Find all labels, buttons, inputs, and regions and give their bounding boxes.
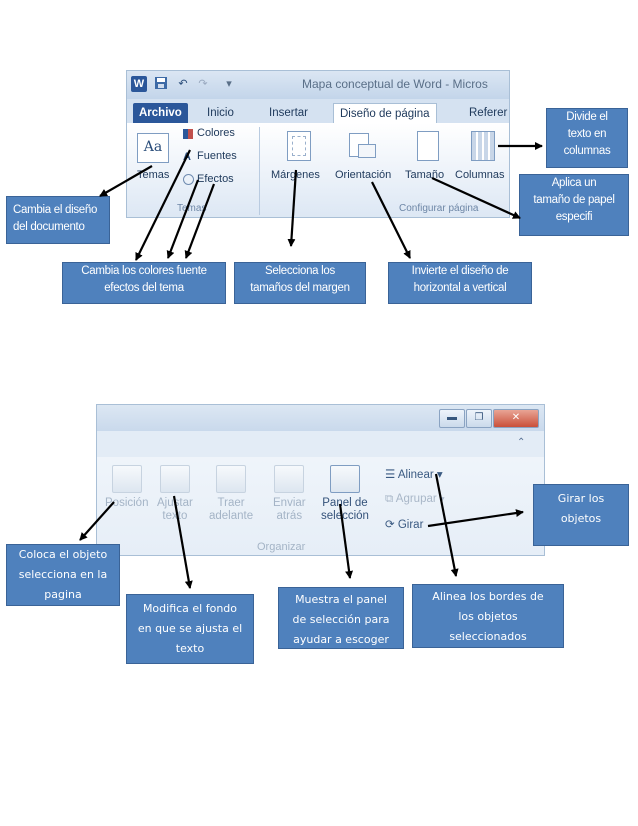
arrow-size: [431, 176, 521, 220]
tab-inicio[interactable]: Inicio: [207, 107, 234, 119]
send-backward-label-1: Enviar: [273, 497, 306, 509]
position-button[interactable]: Posición: [105, 465, 148, 510]
arrow-align: [434, 473, 459, 577]
tab-referencias[interactable]: Referer: [469, 107, 508, 119]
bring-forward-icon: [216, 465, 247, 493]
group-button[interactable]: ⧉ Agrupar ▾: [385, 493, 445, 505]
send-backward-icon: [274, 465, 305, 493]
colors-button[interactable]: Colores: [197, 127, 235, 139]
group-icon: ⧉: [385, 493, 394, 505]
word-app-icon[interactable]: W: [131, 76, 147, 92]
colors-icon: [183, 129, 193, 139]
themes-button-label[interactable]: Temas: [137, 169, 170, 181]
wrap-text-label-2: texto: [162, 510, 188, 522]
save-icon[interactable]: [153, 76, 169, 92]
tab-archivo[interactable]: Archivo: [133, 103, 188, 123]
collapse-ribbon-icon[interactable]: ⌃: [517, 437, 526, 448]
themes-icon[interactable]: Aa: [137, 133, 169, 163]
tab-insertar[interactable]: Insertar: [269, 107, 308, 119]
effects-button[interactable]: Efectos: [197, 173, 234, 185]
align-label: Alinear: [397, 469, 434, 481]
tab-diseno-de-pagina[interactable]: Diseño de página: [333, 103, 437, 125]
title-bar: W ↶ ↷ ▾ Mapa conceptual de Word - Micros: [127, 71, 509, 99]
rotate-label: Girar: [397, 519, 424, 531]
title-bar: ▬ ❐ ✕: [97, 405, 544, 431]
arrow-margins: [287, 169, 298, 247]
arrange-ribbon: ▬ ❐ ✕ ⌃ Posición Ajustar texto Traer ade…: [96, 404, 545, 556]
bring-forward-label-2: adelante: [209, 510, 254, 522]
window-title: Mapa conceptual de Word - Micros: [302, 77, 488, 91]
fonts-button[interactable]: Fuentes: [197, 150, 237, 162]
page-layout-ribbon: W ↶ ↷ ▾ Mapa conceptual de Word - Micros…: [126, 70, 510, 218]
send-backward-button[interactable]: Enviar atrás: [273, 465, 306, 523]
columns-button[interactable]: Columnas: [455, 169, 505, 181]
arrow-position: [79, 501, 115, 541]
effects-icon: [183, 174, 194, 185]
undo-icon[interactable]: ↶: [178, 78, 188, 90]
position-label: Posición: [105, 497, 149, 509]
page-setup-group-label: Configurar página: [399, 203, 479, 214]
rotate-button[interactable]: ⟳ Girar: [385, 517, 423, 531]
maximize-icon[interactable]: ❐: [466, 409, 492, 428]
arrange-group-label: Organizar: [257, 541, 306, 553]
themes-group-label: Temas: [177, 203, 207, 214]
align-button[interactable]: ☰ Alinear ▾: [385, 469, 443, 481]
send-backward-label-2: atrás: [276, 510, 303, 522]
arrow-fonts: [166, 179, 200, 259]
minimize-icon[interactable]: ▬: [439, 409, 465, 428]
redo-icon[interactable]: ↷: [198, 78, 208, 90]
group-divider: [259, 127, 260, 215]
align-icon: ☰: [385, 469, 396, 481]
selection-pane-icon: [329, 465, 360, 493]
orientation-icon[interactable]: [349, 133, 376, 158]
selection-pane-label-2: selección: [321, 510, 369, 522]
group-label: Agrupar: [395, 493, 437, 505]
arrow-wrap-text: [172, 495, 193, 589]
rotate-icon: ⟳: [385, 519, 395, 531]
arrow-rotate: [427, 509, 524, 528]
wrap-text-icon: [159, 465, 190, 493]
arrow-orientation: [371, 181, 411, 259]
ribbon-tab-bar: ⌃: [97, 431, 544, 457]
position-icon: [111, 465, 142, 493]
close-icon[interactable]: ✕: [493, 409, 539, 428]
size-icon[interactable]: [417, 131, 439, 161]
arrow-themes: [99, 165, 153, 197]
margins-icon[interactable]: [287, 131, 311, 161]
arrow-colors: [135, 149, 191, 261]
wrap-text-button[interactable]: Ajustar texto: [157, 465, 193, 523]
bring-forward-button[interactable]: Traer adelante: [209, 465, 253, 523]
selection-pane-button[interactable]: Panel de selección: [321, 465, 369, 523]
arrow-effects: [184, 183, 216, 259]
arrow-selection-pane: [338, 503, 354, 579]
selection-pane-label-1: Panel de: [322, 497, 368, 509]
orientation-button[interactable]: Orientación: [335, 169, 392, 181]
bring-forward-label-1: Traer: [217, 497, 245, 509]
columns-icon[interactable]: [471, 131, 495, 161]
qat-customize-icon[interactable]: ▾: [226, 78, 232, 90]
